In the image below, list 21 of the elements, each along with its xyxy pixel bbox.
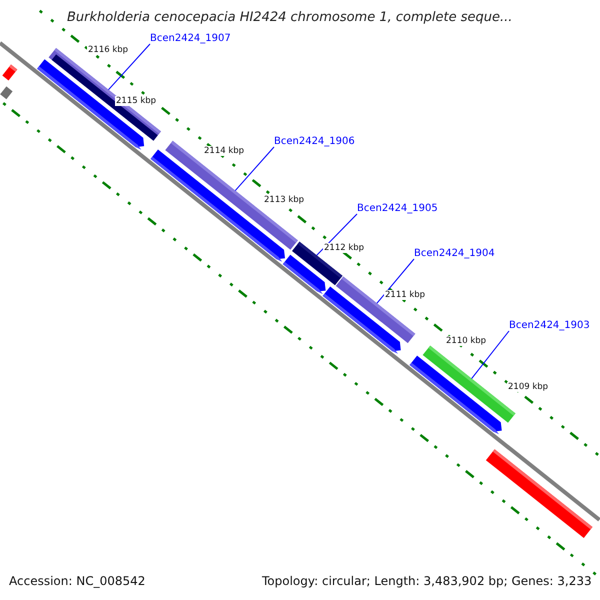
tick-label: 2112 kbp (323, 243, 366, 253)
tick-label: 2109 kbp (507, 382, 550, 392)
tick-label: 2114 kbp (203, 146, 246, 156)
map-title: Burkholderia cenocepacia HI2424 chromosome 1, complete seque... (67, 10, 512, 25)
tick-label: 2110 kbp (445, 336, 488, 346)
gene-label: Bcen2424_1906 (274, 136, 355, 147)
tick-label: 2115 kbp (115, 96, 158, 106)
footer-text: Topology: circular; Length: 3,483,902 bp; Genes: 3,233 (262, 574, 592, 588)
leader-line (376, 258, 414, 304)
tick-label: 2116 kbp (87, 45, 130, 55)
gene-label: Bcen2424_1903 (509, 320, 590, 331)
gene-label: Bcen2424_1905 (357, 203, 438, 214)
gene-label: Bcen2424_1904 (414, 248, 495, 259)
leader-line (234, 146, 274, 192)
tick-label: 2113 kbp (263, 195, 306, 205)
tick-label: 2111 kbp (384, 290, 426, 300)
gene-label: Bcen2424_1907 (150, 33, 231, 44)
leader-line (108, 44, 150, 90)
footer-text: Accession: NC_008542 (9, 574, 146, 588)
leader-line (471, 330, 510, 380)
leader-line (316, 214, 358, 256)
